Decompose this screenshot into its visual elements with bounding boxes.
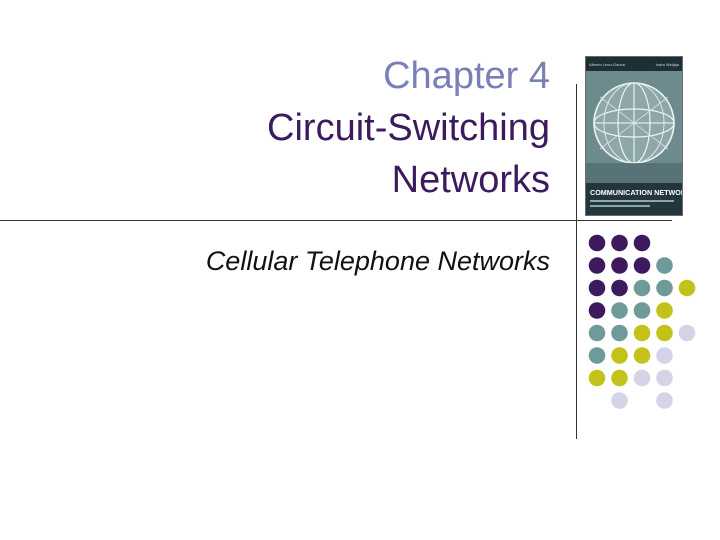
vertical-divider <box>576 84 577 439</box>
book-cover-art: Alberto Leon-Garcia Indra Widjaja COMMUN… <box>586 57 682 215</box>
decorative-dot <box>633 279 651 297</box>
book-cover-image: Alberto Leon-Garcia Indra Widjaja COMMUN… <box>585 56 683 216</box>
decorative-dot <box>656 392 673 409</box>
decorative-dot <box>611 302 628 319</box>
decorative-dot <box>611 257 628 274</box>
decorative-dot <box>611 369 628 387</box>
decorative-dot <box>633 324 651 342</box>
decorative-dot <box>611 234 628 252</box>
decorative-dot <box>588 369 606 387</box>
decorative-dot <box>611 347 628 364</box>
decorative-dot <box>611 324 628 342</box>
decorative-dot <box>588 234 606 252</box>
decorative-dot <box>588 302 606 319</box>
title-line-1: Chapter 4 <box>383 55 550 97</box>
decorative-dot <box>588 279 606 297</box>
slide-subtitle: Cellular Telephone Networks <box>205 246 550 276</box>
cover-title: COMMUNICATION NETWORKS <box>590 188 682 197</box>
decorative-dot <box>678 324 696 342</box>
decorative-dot <box>611 392 628 409</box>
decorative-dot <box>678 279 696 297</box>
decorative-dot <box>588 324 606 342</box>
title-line-2: Circuit-Switching <box>267 107 550 149</box>
decorative-dot <box>656 279 673 297</box>
decorative-dot <box>656 347 673 364</box>
decorative-dot <box>588 347 606 364</box>
decorative-dot <box>633 234 651 252</box>
decorative-dot <box>633 302 651 319</box>
horizontal-divider <box>0 220 672 221</box>
decorative-dot <box>588 257 606 274</box>
decorative-dot <box>656 257 673 274</box>
decorative-dot <box>633 257 651 274</box>
decorative-dot <box>633 369 651 387</box>
decorative-dot <box>656 324 673 342</box>
decorative-dot <box>656 302 673 319</box>
decorative-dot <box>611 279 628 297</box>
cover-author-left: Alberto Leon-Garcia <box>589 62 626 67</box>
slide-title: Chapter 4 Circuit-Switching Networks <box>267 50 550 206</box>
cover-author-right: Indra Widjaja <box>656 62 680 67</box>
decorative-dot <box>633 347 651 364</box>
decorative-dot <box>656 369 673 387</box>
title-line-3: Networks <box>391 159 550 201</box>
